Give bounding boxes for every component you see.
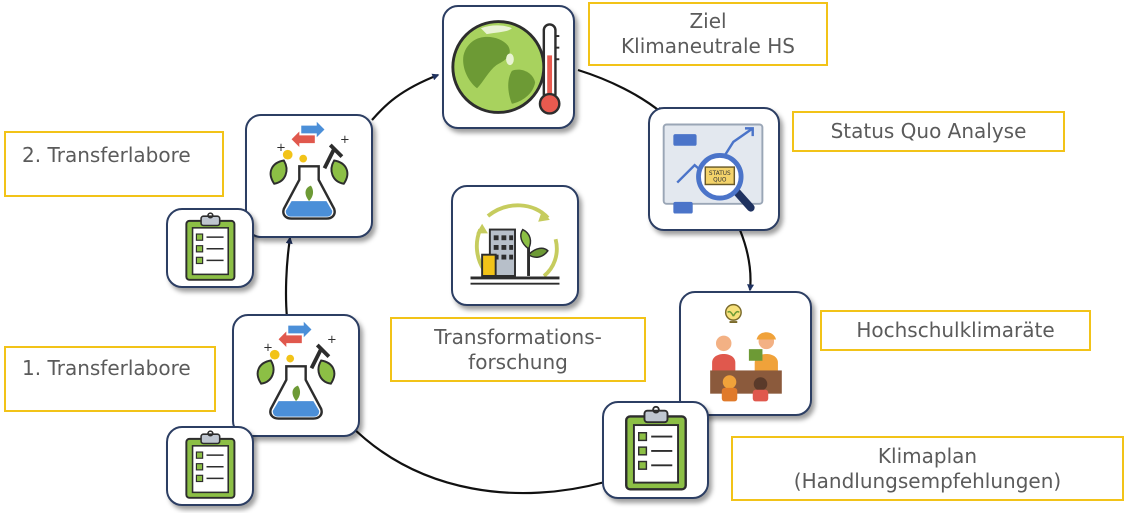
transformationsforschung-label-line2: forschung <box>468 349 568 374</box>
arrow-to-ziel <box>371 73 440 121</box>
status-sign-line1: STATUS <box>709 171 731 177</box>
ziel-card <box>442 5 575 129</box>
hochschulklimaraete-card <box>679 291 812 416</box>
transferlabore-2-label-text: 2. Transferlabore <box>22 143 191 167</box>
arrow-to-hochschulklimaraete <box>738 229 755 292</box>
lab-flask-plants-icon: + + <box>256 321 337 420</box>
ziel-label-line1: Ziel <box>689 9 727 33</box>
transferlabore-2-card: + + <box>245 114 373 238</box>
klimaplan-label-line2: (Handlungsempfehlungen) <box>793 468 1062 493</box>
transformationsforschung-card <box>451 185 579 306</box>
transferlabore-2-label: 2. Transferlabore <box>4 131 224 197</box>
arrow-to-transferlabore-1 <box>349 424 606 495</box>
svg-text:+: + <box>263 340 273 354</box>
status-quo-label-text: Status Quo Analyse <box>830 119 1027 143</box>
svg-text:+: + <box>327 332 337 346</box>
ziel-label-line2: Klimaneutrale HS <box>621 34 795 58</box>
status-quo-analysis-icon: STATUS QUO <box>662 123 764 214</box>
status-quo-label: Status Quo Analyse <box>792 111 1065 152</box>
checklist-clipboard-icon <box>625 405 687 491</box>
klimaplan-label: Klimaplan (Handlungsempfehlungen) <box>731 436 1124 501</box>
hochschulklimaraete-label-text: Hochschulklimaräte <box>856 318 1055 342</box>
checklist-clipboard-icon <box>185 430 236 499</box>
ziel-label: Ziel Klimaneutrale HS <box>588 2 828 66</box>
climate-council-meeting-icon <box>710 303 782 402</box>
lab-flask-plants-icon: + + <box>269 121 350 220</box>
transferlabore-1-card: + + <box>232 314 360 437</box>
transferlabore-2-clipboard-card <box>166 208 254 288</box>
transferlabore-1-label: 1. Transferlabore <box>4 346 216 412</box>
klimaplan-label-line1: Klimaplan <box>877 443 978 468</box>
hochschulklimaraete-label: Hochschulklimaräte <box>820 310 1091 351</box>
checklist-clipboard-icon <box>185 212 236 281</box>
arrow-to-status-quo <box>577 68 664 114</box>
transferlabore-1-label-text: 1. Transferlabore <box>22 356 191 380</box>
transformationsforschung-label: Transformations- forschung <box>390 317 646 382</box>
arrow-to-transferlabore-2 <box>284 236 293 319</box>
city-nature-cycle-icon <box>470 203 560 285</box>
status-quo-card: STATUS QUO <box>648 107 780 231</box>
status-sign-line2: QUO <box>713 178 727 184</box>
transformationsforschung-label-line1: Transformations- <box>434 324 602 349</box>
svg-text:+: + <box>276 140 286 154</box>
svg-text:+: + <box>340 132 350 146</box>
klimaplan-card <box>602 401 709 499</box>
globe-thermometer-icon <box>451 20 561 115</box>
transferlabore-1-clipboard-card <box>166 426 254 506</box>
